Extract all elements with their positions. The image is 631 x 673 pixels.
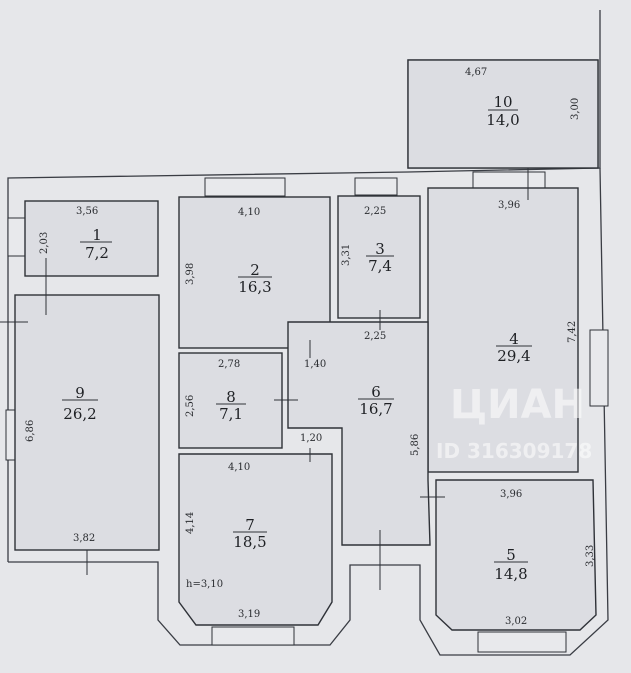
dim-label: 2,78 — [218, 359, 240, 370]
room-number: 1 — [92, 226, 102, 244]
room-number: 3 — [375, 240, 385, 258]
room-number: 8 — [226, 388, 236, 406]
dim-label: 3,19 — [238, 609, 260, 620]
room-number: 4 — [509, 330, 519, 348]
window — [354, 177, 398, 196]
dim-label: 3,98 — [185, 263, 196, 285]
dim-label: 6,86 — [25, 420, 36, 442]
room-3 — [337, 195, 421, 319]
dim-label: 3,00 — [570, 98, 581, 120]
room-area: 29,4 — [497, 347, 530, 365]
dim-label: 2,03 — [39, 232, 50, 254]
room-7 — [178, 453, 333, 626]
room-number: 6 — [371, 383, 381, 401]
room-area: 7,1 — [219, 405, 243, 423]
dim-label: 4,67 — [465, 67, 487, 78]
room-1 — [24, 200, 159, 277]
room-number: 7 — [245, 516, 255, 534]
watermark-id: ID 316309178 — [436, 439, 592, 463]
dim-label: 3,82 — [73, 533, 95, 544]
window — [211, 626, 295, 646]
room-number: 5 — [506, 546, 516, 564]
room-area: 16,7 — [359, 400, 392, 418]
ceiling-height: h=3,10 — [186, 579, 223, 590]
room-4 — [427, 187, 579, 473]
dim-label: 4,14 — [185, 512, 196, 534]
window — [589, 329, 609, 407]
window — [477, 631, 567, 653]
dim-label: 3,31 — [341, 244, 352, 266]
dim-label: 2,25 — [364, 206, 386, 217]
window — [472, 171, 546, 189]
room-number: 2 — [250, 261, 260, 279]
room-area: 7,4 — [368, 257, 392, 275]
window — [7, 217, 26, 257]
dim-label: 4,10 — [238, 207, 260, 218]
dim-label: 3,96 — [498, 200, 520, 211]
room-10 — [407, 59, 599, 169]
dim-label: 7,42 — [567, 321, 578, 343]
door-markers — [0, 168, 529, 590]
dim-label: 4,10 — [228, 462, 250, 473]
dim-label: 3,96 — [500, 489, 522, 500]
dim-label: 1,20 — [300, 433, 322, 444]
window — [5, 409, 16, 461]
outer-wall — [7, 10, 601, 562]
room-5 — [435, 479, 597, 631]
dim-label: 3,02 — [505, 616, 527, 627]
dim-label: 5,86 — [410, 434, 421, 456]
dim-label: 3,33 — [585, 545, 596, 567]
room-area: 18,5 — [233, 533, 266, 551]
dim-label: 2,25 — [364, 331, 386, 342]
room-area: 16,3 — [238, 278, 271, 296]
room-area: 14,0 — [486, 111, 519, 129]
dim-label: 2,56 — [185, 395, 196, 417]
room-area: 7,2 — [85, 244, 109, 262]
window — [204, 177, 286, 197]
room-9 — [14, 294, 160, 551]
outer-wall-right — [8, 167, 609, 656]
watermark-brand: ЦИАН — [450, 382, 585, 428]
room-8 — [178, 352, 283, 449]
room-number: 10 — [493, 93, 512, 111]
room-6 — [287, 321, 431, 546]
dim-label: 3,56 — [76, 206, 98, 217]
room-number: 9 — [75, 384, 85, 402]
dim-label: 1,40 — [304, 359, 326, 370]
room-area: 26,2 — [63, 405, 96, 423]
room-area: 14,8 — [494, 565, 527, 583]
